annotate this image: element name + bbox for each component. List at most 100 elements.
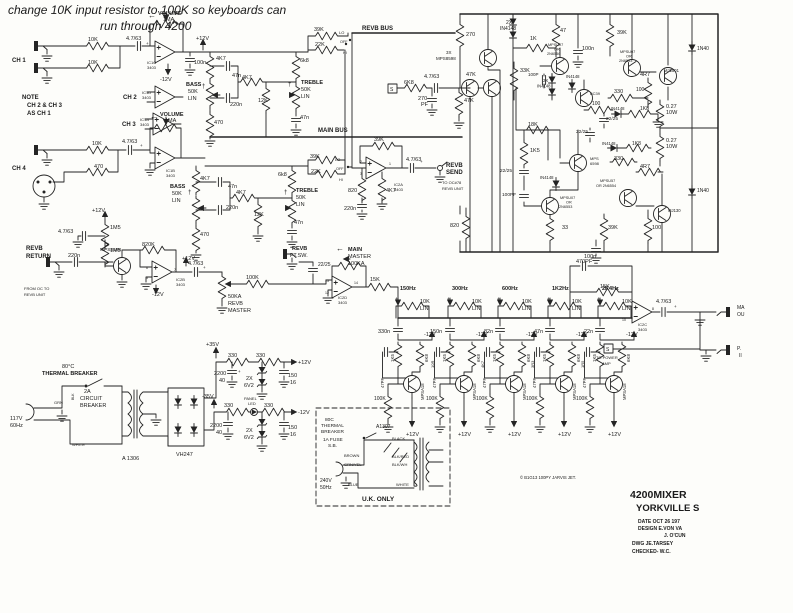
schematic-label: †	[497, 298, 500, 304]
schematic-label: 2A	[84, 389, 91, 395]
channel1-label: CH 1	[12, 58, 26, 64]
schematic-label: ←	[150, 112, 158, 121]
schematic-label: MPSU07	[548, 43, 563, 47]
schematic-label: 50K	[296, 195, 306, 201]
schematic-label: 47K	[464, 98, 474, 104]
schematic-label: 1MA	[163, 17, 175, 23]
title-dwg: DWG JE.TARSEY	[632, 541, 674, 547]
schematic-label: 3R3	[530, 360, 535, 368]
pa-in-label: P.	[737, 346, 741, 352]
schematic-label: HI	[343, 51, 347, 55]
schematic-label: 6598	[590, 161, 600, 166]
schematic-label: -12V	[626, 332, 638, 338]
main-out-label: MA	[737, 305, 745, 311]
reverb-bus-label: REVB BUS	[362, 26, 393, 32]
schematic-label: IC2A	[394, 182, 403, 187]
schematic-label: 10	[622, 318, 626, 322]
schematic-label: 1K5	[592, 353, 597, 362]
schematic-label: S	[390, 87, 394, 93]
schematic-label: 100	[592, 101, 601, 107]
schematic-label: 2X	[246, 428, 253, 434]
schematic-label: 1K5	[492, 353, 497, 362]
schematic-label: +12V	[182, 256, 195, 262]
schematic-label: OFF	[336, 167, 344, 171]
schematic-label: IN4148	[537, 84, 551, 89]
schematic-label: 12	[325, 291, 329, 295]
schematic-label: +12V	[406, 432, 419, 438]
schematic-label: IC1A	[140, 117, 149, 122]
schematic-label: 47	[560, 28, 566, 34]
schematic-label: +35V	[206, 342, 219, 348]
schematic-label: 1K	[530, 36, 537, 42]
schematic-label: PF	[421, 102, 429, 108]
schematic-label: 10K	[420, 299, 430, 305]
channel4-label: CH 4	[12, 166, 26, 172]
schematic-label: 4.7/63	[188, 261, 203, 267]
schematic-label: 4K7	[242, 75, 252, 81]
schematic-label: 150n	[430, 329, 442, 335]
schematic-label: CH 2 & CH 3	[27, 103, 63, 109]
schematic-label: 5	[146, 276, 148, 280]
schematic-label: 40	[219, 378, 225, 384]
schematic-label: TO POWER	[596, 355, 618, 360]
schematic-label: 10K	[622, 299, 632, 305]
schematic-label: 1K8	[640, 106, 649, 112]
schematic-label: 100	[652, 225, 661, 231]
schematic-label: MPSU57	[600, 179, 615, 183]
schematic-label: 330	[614, 156, 623, 162]
schematic-label: 47n	[232, 73, 241, 79]
schematic-label: 1K5	[442, 353, 447, 362]
schematic-label: IC1C	[147, 60, 156, 65]
title-checked: CHECKED- W.C.	[632, 549, 671, 555]
schematic-label: 22n	[584, 329, 593, 335]
schematic-label: IN4148	[500, 26, 516, 32]
schematic-label: 0.27	[666, 104, 677, 110]
schematic-label: 6V2	[244, 383, 254, 389]
schematic-label: 1	[389, 162, 391, 166]
schematic-label: IC2D	[338, 295, 347, 300]
schematic-label: 6K8	[424, 353, 429, 362]
schematic-label: 270	[466, 32, 475, 38]
schematic-label: 4K7	[236, 190, 246, 196]
schematic-label: +	[203, 265, 206, 270]
schematic-label: FROM OC TO	[24, 286, 49, 291]
schematic-label: OR	[554, 48, 560, 52]
schematic-label: 3403	[147, 65, 157, 70]
schematic-label: 10K	[92, 141, 102, 147]
schematic-label: 6K8	[476, 353, 481, 362]
schematic-label: REVB	[228, 301, 243, 307]
schematic-label: BREAKER	[80, 403, 106, 409]
schematic-label: 240V	[320, 478, 332, 484]
handwritten-note: run through 4200	[100, 19, 192, 33]
schematic-label: 1K5	[530, 148, 540, 154]
schematic-label: 22/25	[576, 129, 588, 135]
schematic-label: 40	[216, 430, 222, 436]
title-model: 4200MIXER	[630, 489, 687, 501]
schematic-label: 220n	[68, 253, 80, 259]
schematic-label: †	[547, 298, 550, 304]
schematic-label: IC1B	[166, 168, 175, 173]
channel3-label: CH 3	[122, 122, 136, 128]
schematic-label: 80C	[325, 417, 334, 423]
schematic-label: MPSU07	[560, 196, 575, 200]
schematic-label: 2X	[246, 376, 253, 382]
channel1-eq-section	[204, 31, 356, 147]
schematic-label: 100n	[584, 254, 596, 260]
schematic-label: IN4148	[540, 175, 554, 180]
schematic-label: 100K	[246, 275, 259, 281]
channel4-eq-section	[190, 155, 353, 261]
schematic-label: OR	[626, 55, 632, 59]
schematic-label: 18K	[528, 122, 538, 128]
schematic-label: 2K4Hz	[602, 286, 619, 292]
schematic-label: BC39	[590, 91, 601, 96]
schematic-label: 470	[94, 164, 103, 170]
schematic-label: 100K	[374, 396, 386, 402]
schematic-label: -12V	[160, 77, 172, 83]
schematic-label: 50Hz	[320, 485, 332, 491]
schematic-label: BLUE	[348, 482, 359, 487]
schematic-label: 2N6553	[619, 59, 632, 63]
schematic-label: -35V	[202, 394, 214, 400]
schematic-label: 4.7/63	[126, 36, 141, 42]
schematic-label: 3403	[638, 327, 648, 332]
schematic-label: 10K	[572, 299, 582, 305]
